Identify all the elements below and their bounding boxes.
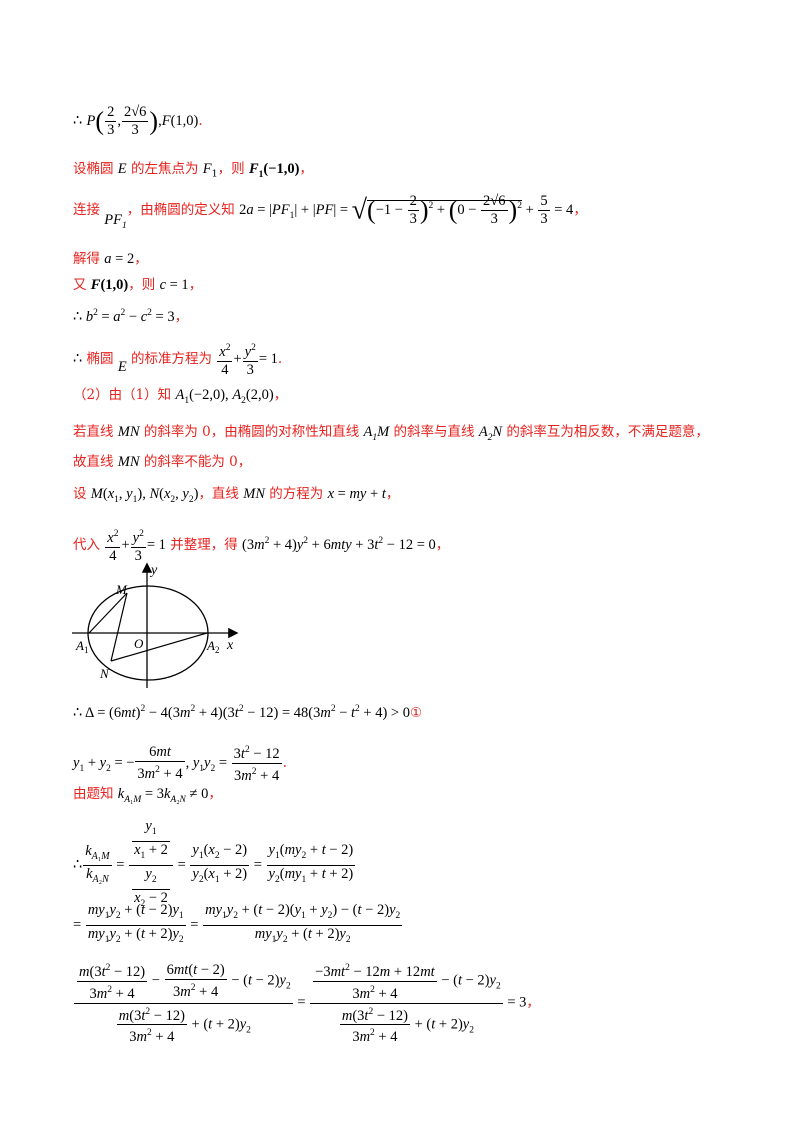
label-M: M [115,582,128,597]
line-11: 设 M(x1, y1), N(x2, y2)，直线 MN 的方程为 x = my… [73,486,400,505]
line-13: ∴ Δ = (6mt)2 − 4(3m2 + 4)(3t2 − 12) = 48… [73,704,423,721]
line-6: ∴ b2 = a2 − c2 = 3， [73,308,189,325]
label-A1: A1 [75,638,88,655]
line-8: （2）由（1）知 A1(−2,0), A2(2,0)， [73,387,288,406]
line-18: m(3t2 − 12)3m2 + 4 − 6mt(t − 2)3m2 + 4 −… [73,960,540,1046]
line-2: 设椭圆 E 的左焦点为 F1，则 F1(−1,0)， [73,161,313,180]
line-5: 又 F(1,0)，则 c = 1， [73,277,203,293]
line-4: 解得 a = 2， [73,251,148,267]
line-9: 若直线 MN 的斜率为 0，由椭圆的对称性知直线 A1M 的斜率与直线 A2N … [73,424,709,443]
marker-circled-1: ① [409,704,423,721]
line-3: 连接 PF1，由椭圆的定义知 2a = |PF1| + |PF| = √(−1 … [73,193,587,231]
line-15: 由题知 kA₁M = 3kA₂N ≠ 0， [73,786,222,805]
label-N: N [99,666,110,681]
ellipse-curve [87,585,209,681]
segment-M-N [110,592,128,662]
segment-A1-M [88,592,128,634]
segment-N-A2 [110,632,208,662]
label-y: y [149,563,158,578]
label-A2: A2 [206,638,219,655]
line-10: 故直线 MN 的斜率不能为 0， [73,454,252,470]
label-x: x [226,638,234,653]
ellipse-figure: y x M N O A1 A2 [72,562,239,688]
label-O: O [134,636,144,651]
